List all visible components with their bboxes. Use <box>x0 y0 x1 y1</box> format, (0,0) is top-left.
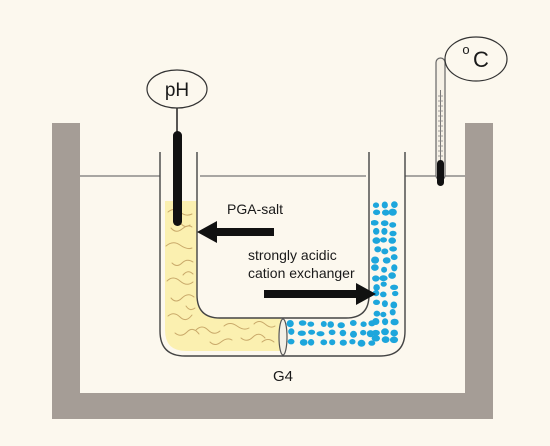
resin-bead <box>372 275 380 282</box>
resin-bead <box>298 320 307 326</box>
cation-exchanger-beads <box>286 201 399 347</box>
pga-salt-arrow <box>197 221 274 243</box>
resin-bead <box>380 237 387 243</box>
resin-bead <box>286 320 294 328</box>
resin-bead <box>389 336 399 344</box>
resin-bead <box>373 310 381 317</box>
resin-bead <box>308 329 316 335</box>
temperature-unit-bubble <box>444 36 508 82</box>
g4-label: G4 <box>273 368 293 385</box>
resin-bead <box>339 339 347 346</box>
resin-bead <box>390 301 398 309</box>
ph-label: pH <box>165 80 189 101</box>
resin-bead <box>381 227 388 235</box>
resin-bead <box>388 208 397 216</box>
g4-frit <box>278 318 288 356</box>
resin-bead <box>371 335 380 342</box>
resin-bead <box>381 328 389 336</box>
resin-bead <box>329 339 336 346</box>
resin-bead <box>392 290 399 297</box>
ph-label-bubble <box>146 69 208 109</box>
resin-bead <box>373 299 380 305</box>
resin-bead <box>390 254 398 261</box>
resin-bead <box>388 272 396 279</box>
resin-bead <box>389 246 397 252</box>
resin-bead <box>391 264 398 272</box>
resin-bead <box>339 329 347 337</box>
resin-bead <box>360 321 367 328</box>
resin-bead <box>390 284 399 290</box>
cation-exchanger-label-line2: cation exchanger <box>248 265 355 281</box>
resin-bead <box>287 338 295 345</box>
resin-bead <box>288 328 295 335</box>
resin-bead <box>297 330 306 336</box>
resin-bead <box>337 322 345 329</box>
resin-bead <box>382 257 391 264</box>
resin-bead <box>327 321 335 328</box>
resin-bead <box>388 237 397 244</box>
resin-bead <box>307 339 315 346</box>
resin-bead <box>349 339 356 345</box>
resin-bead <box>389 230 397 237</box>
resin-bead <box>307 321 315 327</box>
cation-exchanger-label-line1: strongly acidic <box>248 247 337 263</box>
pga-salt-label: PGA-salt <box>227 201 283 217</box>
resin-bead <box>374 246 382 253</box>
resin-bead <box>299 339 308 346</box>
resin-bead <box>368 320 376 327</box>
resin-bead <box>379 275 388 282</box>
resin-bead <box>380 281 387 287</box>
resin-bead <box>373 284 380 291</box>
resin-bead <box>381 201 388 209</box>
resin-bead <box>357 339 366 347</box>
resin-bead <box>389 309 396 316</box>
resin-bead <box>373 227 380 235</box>
resin-bead <box>372 237 381 244</box>
resin-bead <box>370 220 379 226</box>
resin-bead <box>328 329 336 336</box>
resin-bead <box>381 266 388 273</box>
resin-bead <box>372 202 380 208</box>
resin-bead <box>350 330 357 338</box>
resin-bead <box>371 264 379 271</box>
resin-bead <box>380 311 387 318</box>
resin-bead <box>368 340 376 346</box>
resin-bead <box>381 336 390 343</box>
resin-bead <box>360 329 367 336</box>
resin-bead <box>316 331 325 337</box>
resin-bead <box>390 318 399 326</box>
resin-bead <box>390 329 399 337</box>
resin-bead <box>382 318 389 326</box>
resin-bead <box>389 222 397 228</box>
temperature-degree-symbol: o <box>462 42 469 57</box>
resin-bead <box>381 300 388 308</box>
resin-bead <box>380 220 389 227</box>
resin-bead <box>380 291 387 298</box>
resin-bead <box>382 209 390 216</box>
resin-bead <box>320 321 327 327</box>
temperature-unit-label: C <box>473 47 489 72</box>
resin-bead <box>349 320 357 326</box>
cation-exchanger-arrow <box>264 283 376 305</box>
resin-bead <box>371 256 380 264</box>
u-tube-glass <box>159 152 406 357</box>
resin-bead <box>391 201 398 209</box>
ph-probe-icon <box>173 108 182 226</box>
resin-bead <box>381 248 389 255</box>
thermometer-icon <box>435 57 446 186</box>
resin-bead <box>366 330 375 338</box>
resin-bead <box>320 339 328 346</box>
resin-bead <box>373 209 381 216</box>
